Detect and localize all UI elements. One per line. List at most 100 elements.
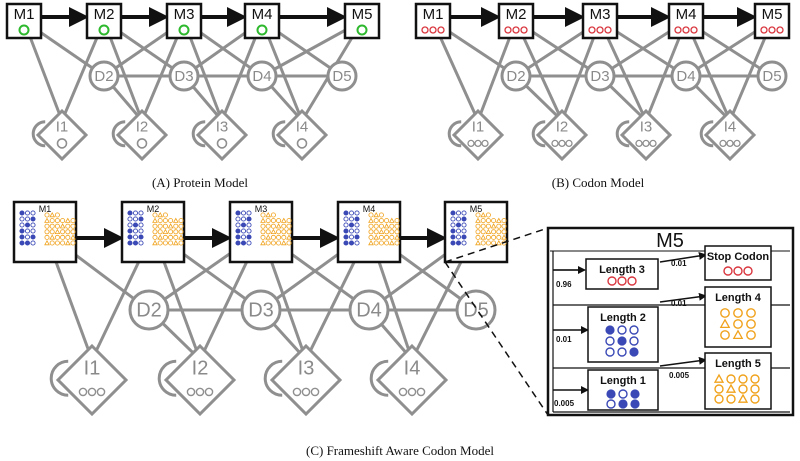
amino-acid-symbol — [56, 138, 68, 149]
amino-acid-symbol — [18, 24, 30, 36]
insert-state-i4: I4 — [703, 108, 757, 162]
insert-label: I4 — [404, 357, 421, 379]
codon-symbol — [719, 139, 727, 148]
amino-acid-symbol — [136, 138, 148, 149]
insert-state-i2: I2 — [115, 108, 169, 162]
transition-probability: 0.005 — [669, 371, 690, 380]
codon-symbol — [416, 387, 426, 397]
insert-label: I1 — [56, 118, 69, 135]
match-state-m4: M4 — [667, 2, 705, 40]
transition-probability: 0.01 — [671, 259, 687, 268]
panel-b-caption: (B) Codon Model — [552, 175, 645, 190]
zoom-box-label: Length 4 — [715, 292, 762, 304]
insert-state-i4: I4 — [375, 343, 449, 417]
delete-state-d5: D5 — [455, 289, 497, 331]
match-label: M1 — [14, 6, 35, 23]
codon-symbol — [726, 139, 734, 148]
match-label: M2 — [94, 6, 115, 23]
delete-label: D3 — [590, 68, 609, 85]
match-state-m4: M4 — [336, 200, 402, 264]
panel-a-caption: (A) Protein Model — [152, 175, 248, 190]
codon-symbol — [301, 387, 311, 397]
insert-label: I2 — [556, 118, 569, 135]
insert-label: I4 — [296, 118, 309, 135]
insert-label: I2 — [192, 357, 209, 379]
match-label: M2 — [506, 6, 527, 23]
insert-label: I3 — [298, 357, 315, 379]
delete-state-d4: D4 — [348, 289, 390, 331]
insert-state-i1: I1 — [451, 108, 505, 162]
codon-symbol — [760, 26, 768, 34]
insert-state-i3: I3 — [269, 343, 343, 417]
zoom-box-stop-codon: Stop Codon — [704, 245, 772, 281]
match-label: M1 — [423, 6, 444, 23]
codon-symbol — [467, 139, 475, 148]
codon-symbol — [604, 26, 612, 34]
insert-state-i1: I1 — [55, 343, 129, 417]
insert-state-i3: I3 — [195, 108, 249, 162]
insert-label: I1 — [472, 118, 485, 135]
match-label: M4 — [676, 6, 697, 23]
match-state-m2: M2 — [497, 2, 535, 40]
codon-symbol — [520, 26, 528, 34]
delete-state-d4: D4 — [670, 60, 702, 92]
match-label: M3 — [590, 6, 611, 23]
match-label: M5 — [762, 6, 783, 23]
delete-label: D4 — [676, 68, 695, 85]
codon-symbol — [429, 26, 437, 34]
zoom-box-length-5: Length 5 — [704, 352, 772, 410]
codon-symbol — [649, 139, 657, 148]
delete-label: D3 — [174, 68, 193, 85]
codon-symbol — [682, 26, 690, 34]
codon-symbol — [674, 26, 682, 34]
insert-state-i3: I3 — [619, 108, 673, 162]
codon-symbol — [186, 387, 196, 397]
transition-probability: 0.01 — [671, 299, 687, 308]
zoom-box-label: Length 3 — [599, 264, 645, 276]
delete-label: D3 — [248, 299, 274, 321]
zoom-box-label: Length 1 — [600, 375, 646, 387]
transition-probability: 0.005 — [554, 399, 575, 408]
codon-symbol — [635, 139, 643, 148]
m5-zoom-title: M5 — [656, 230, 684, 252]
codon-symbol — [588, 26, 596, 34]
codon-symbol — [504, 26, 512, 34]
codon-symbol — [78, 387, 88, 397]
zoom-box-label: Length 5 — [715, 358, 761, 370]
match-label: M4 — [363, 204, 376, 214]
codon-symbol — [642, 139, 650, 148]
codon-symbol — [565, 139, 573, 148]
match-state-m5: M5 — [343, 2, 381, 40]
insert-label: I2 — [136, 118, 149, 135]
codon-symbol — [481, 139, 489, 148]
insert-state-i2: I2 — [163, 343, 237, 417]
match-state-m1: M1 — [414, 2, 452, 40]
match-label: M3 — [174, 6, 195, 23]
insert-state-i4: I4 — [275, 108, 329, 162]
zoom-box-length-1: Length 1 — [587, 369, 659, 411]
codon-symbol — [690, 26, 698, 34]
delete-state-d3: D3 — [168, 60, 200, 92]
match-label: M2 — [147, 204, 160, 214]
amino-acid-symbol — [256, 24, 268, 36]
delete-label: D4 — [252, 68, 271, 85]
delete-state-d5: D5 — [756, 60, 788, 92]
delete-state-d3: D3 — [240, 289, 282, 331]
transition-probability: 0.96 — [556, 280, 572, 289]
insert-label: I1 — [84, 357, 101, 379]
amino-acid-symbol — [216, 138, 228, 149]
codon-symbol — [512, 26, 520, 34]
delete-label: D5 — [463, 299, 489, 321]
codon-symbol — [776, 26, 784, 34]
delete-label: D2 — [136, 299, 162, 321]
delete-label: D5 — [332, 68, 351, 85]
codon-symbol — [768, 26, 776, 34]
codon-symbol — [596, 26, 604, 34]
match-state-m3: M3 — [581, 2, 619, 40]
codon-symbol — [96, 387, 106, 397]
codon-symbol — [558, 139, 566, 148]
